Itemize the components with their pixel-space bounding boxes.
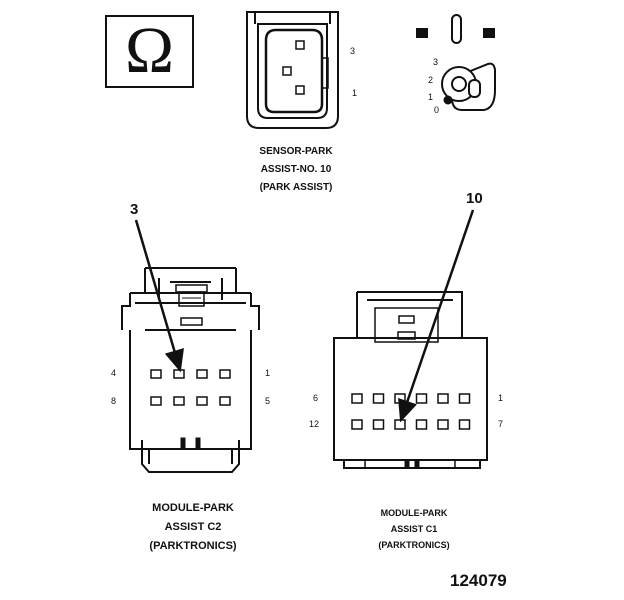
c2-pin-label-1: 1 — [265, 368, 271, 378]
sensor-pin-label-1: 1 — [352, 88, 358, 98]
c1-pin-label-6: 6 — [313, 393, 319, 403]
c1-caption-line-2: ASSIST C1 — [390, 524, 438, 534]
connector-cavity — [394, 393, 406, 404]
c2-caption-line-3: (PARKTRONICS) — [149, 540, 237, 552]
c2-pin-label-8: 8 — [111, 396, 117, 406]
callout-c2-pin: 3 — [130, 201, 139, 218]
connector-cavity — [458, 393, 471, 404]
connector-cavity — [437, 419, 449, 430]
sensor-caption-line-1: SENSOR-PARK — [259, 146, 333, 157]
figure-number: 124079 — [450, 571, 507, 590]
key-position-label-3: 3 — [433, 57, 439, 67]
c1-pin-label-12: 12 — [309, 419, 320, 429]
key-position-label-0: 0 — [434, 105, 440, 115]
connector-cavity — [351, 393, 363, 404]
connector-cavity — [173, 369, 185, 379]
connector-cavity — [150, 369, 162, 379]
c2-pin-label-4: 4 — [111, 368, 117, 378]
connector-cavity — [372, 419, 385, 430]
connector-cavity — [372, 393, 385, 404]
connector-cavity — [415, 393, 428, 404]
c1-pin-label-1: 1 — [498, 393, 504, 403]
connector-cavity — [219, 396, 231, 406]
omega-view-symbol: Ω — [105, 14, 194, 88]
callout-c1-pin: 10 — [466, 190, 483, 207]
connector-cavity — [458, 419, 471, 430]
connector-cavity — [437, 393, 449, 404]
module-c1-caption: MODULE-PARK ASSIST C1 (PARKTRONICS) — [344, 505, 484, 553]
key-position-label-1: 1 — [428, 92, 434, 102]
omega-glyph: Ω — [125, 14, 174, 87]
connector-cavity — [150, 396, 162, 406]
connector-cavity — [351, 419, 363, 430]
module-c2-connector — [121, 267, 260, 473]
sensor-caption-line-2: ASSIST-NO. 10 — [260, 164, 332, 175]
callout-arrow-c1 — [398, 209, 475, 423]
module-c1-connector — [333, 291, 488, 469]
c1-caption-line-3: (PARKTRONICS) — [378, 540, 450, 550]
key-position-label-2: 2 — [428, 75, 434, 85]
c2-caption-line-1: MODULE-PARK — [152, 502, 234, 514]
connector-cavity — [415, 419, 428, 430]
connector-cavity — [219, 369, 231, 379]
module-c2-caption: MODULE-PARK ASSIST C2 (PARKTRONICS) — [123, 499, 263, 556]
connector-cavity — [394, 419, 406, 430]
c2-caption-line-2: ASSIST C2 — [164, 521, 222, 533]
module-c2-cavities — [150, 369, 231, 406]
c2-pin-label-5: 5 — [265, 396, 271, 406]
module-c1-cavities — [351, 393, 471, 430]
connector-cavity — [173, 396, 185, 406]
c1-pin-label-7: 7 — [498, 419, 504, 429]
sensor-caption: SENSOR-PARK ASSIST-NO. 10 (PARK ASSIST) — [226, 143, 366, 197]
sensor-pin-label-3: 3 — [350, 46, 356, 56]
callout-arrow-c2 — [134, 219, 184, 373]
ignition-key-icon — [416, 14, 496, 111]
sensor-connector — [246, 11, 339, 129]
connector-cavity — [196, 396, 208, 406]
connector-cavity — [196, 369, 208, 379]
c1-caption-line-1: MODULE-PARK — [380, 508, 448, 518]
sensor-caption-line-3: (PARK ASSIST) — [259, 182, 333, 193]
